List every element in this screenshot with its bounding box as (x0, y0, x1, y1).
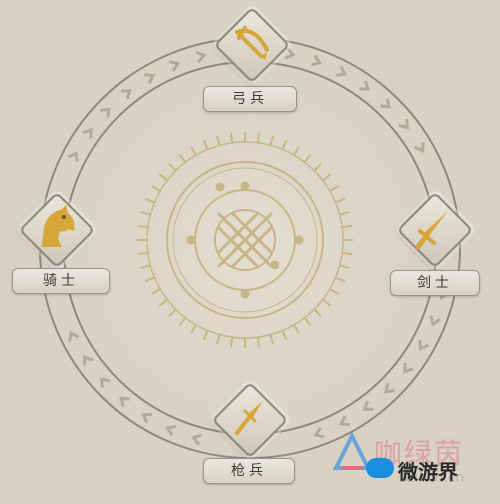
chevron-icon (99, 377, 111, 388)
chevron-icon (195, 50, 207, 63)
chevron-icon (100, 107, 111, 118)
chevron-icon (359, 80, 371, 91)
chevron-icon (168, 60, 181, 72)
spear-icon (235, 401, 263, 435)
unit-node-swordsman[interactable] (396, 191, 474, 269)
chevron-icon (190, 433, 203, 446)
chevron-icon (67, 150, 79, 162)
bow-icon (235, 26, 269, 60)
unit-label-cavalry: 骑士 (12, 268, 110, 294)
center-emblem (137, 132, 353, 348)
unit-node-archer[interactable] (213, 6, 291, 84)
direction-chevrons (67, 47, 450, 446)
unit-label-archer: 弓兵 (203, 86, 297, 112)
unit-label-spearman: 枪兵 (203, 458, 295, 484)
chevron-icon (380, 98, 391, 109)
chevron-icon (82, 127, 93, 139)
chevron-icon (414, 142, 425, 153)
chevron-icon (119, 396, 130, 408)
chevron-icon (403, 362, 414, 374)
chevron-icon (429, 315, 441, 327)
chevron-icon (398, 119, 409, 130)
chevron-icon (141, 412, 153, 424)
chevron-icon (313, 426, 325, 439)
chevron-icon (310, 54, 323, 67)
sword-icon (415, 211, 448, 250)
chevron-icon (384, 383, 395, 394)
chevron-icon (165, 424, 177, 437)
chevron-icon (121, 89, 132, 100)
unit-label-swordsman: 剑士 (390, 270, 480, 296)
unit-node-cavalry[interactable] (18, 191, 96, 269)
chevron-icon (418, 340, 429, 351)
horse-icon (42, 205, 75, 247)
unit-node-spearman[interactable] (211, 381, 289, 459)
chevron-icon (336, 65, 348, 77)
chevron-icon (338, 415, 350, 427)
chevron-icon (144, 73, 155, 84)
chevron-icon (68, 330, 80, 342)
chevron-icon (362, 400, 374, 411)
chevron-icon (284, 47, 296, 60)
chevron-icon (83, 354, 94, 366)
